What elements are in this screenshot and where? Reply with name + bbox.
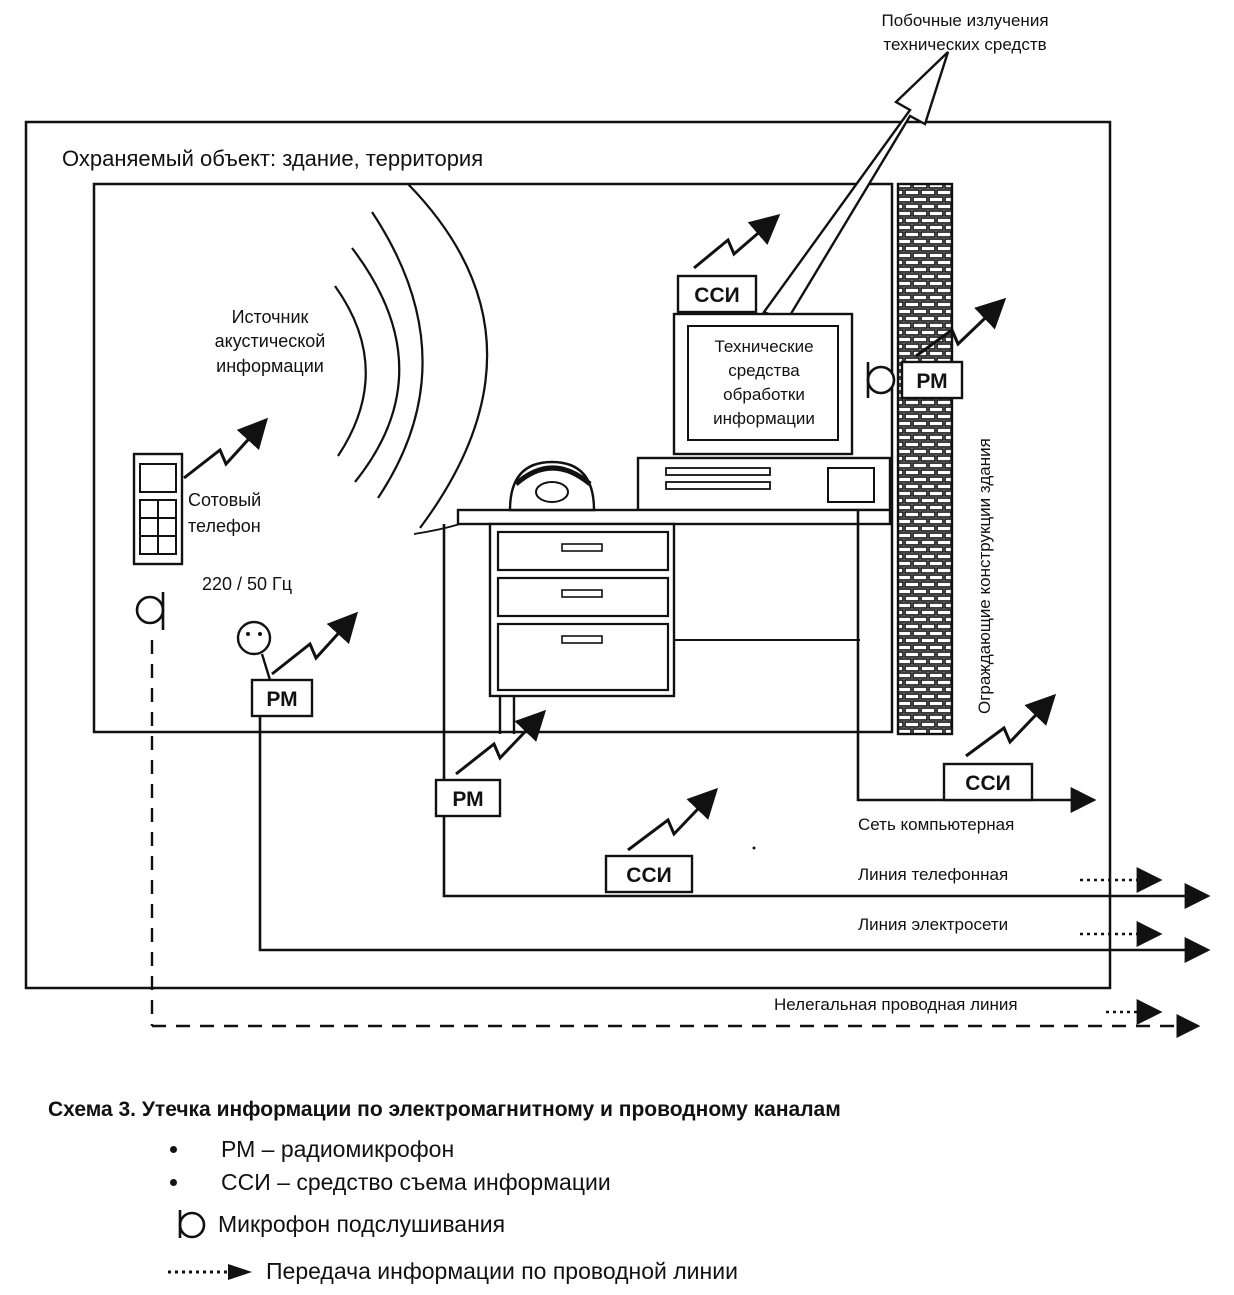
radio-signal-cellphone (183, 417, 269, 480)
bullet-icon (170, 1146, 177, 1153)
ssi-text-monitor: ССИ (694, 284, 739, 307)
dotted-arrow-icon (168, 1263, 252, 1280)
radio-signal-rm-person (271, 611, 359, 676)
acoustic-waves (334, 183, 489, 529)
tech-label-2: средства (728, 361, 800, 380)
desk-phone-dial (535, 481, 569, 503)
outer-object-frame (24, 120, 1112, 990)
rm-text-person: РМ (266, 688, 297, 711)
drive-bay-1 (665, 467, 771, 476)
cellphone-screen (139, 463, 177, 493)
desk-top (456, 508, 892, 526)
microphone-icon (178, 1210, 206, 1239)
tech-label-4: информации (713, 409, 815, 428)
unit-panel (827, 467, 875, 503)
radio-signal-rm-desk (455, 709, 547, 776)
legend-mic: Микрофон подслушивания (170, 1208, 505, 1240)
object-label: Охраняемый объект: здание, территория (62, 146, 483, 171)
legend-wire: Передача информации по проводной линии (166, 1258, 738, 1285)
bullet-icon (170, 1179, 177, 1186)
ssi-box-net (942, 762, 1034, 802)
drawer-handle-2 (561, 589, 603, 598)
radio-signal-ssi-tel (627, 787, 719, 852)
legend-rm-text: РМ – радиомикрофон (221, 1136, 455, 1162)
acoustic-label-1: Источник (232, 307, 309, 327)
stray-dot (752, 846, 756, 850)
ssi-text-tel: ССИ (626, 864, 671, 887)
phone-label-2: телефон (188, 516, 261, 536)
power-line-label: Линия электросети (858, 915, 1008, 934)
desk-wire (413, 523, 461, 535)
rm-text-desk: РМ (452, 788, 483, 811)
legend-wire-text: Передача информации по проводной линии (266, 1258, 738, 1284)
rm-box-wall (900, 360, 964, 400)
emission-label-1: Побочные излучения (881, 11, 1048, 30)
power-line (258, 716, 1211, 963)
radio-signal-rm-wall (915, 297, 1007, 358)
drawer-handle-1 (561, 543, 603, 552)
emission-label-2: технических средств (883, 35, 1046, 54)
acoustic-label-3: информации (216, 356, 324, 376)
net-label: Сеть компьютерная (858, 815, 1014, 834)
wall-label: Ограждающие конструкции здания (975, 438, 994, 714)
person-eye-right (258, 632, 262, 636)
acoustic-label-2: акустической (215, 331, 326, 351)
person-head-icon (236, 620, 272, 656)
radio-signal-ssi-net (965, 693, 1057, 758)
rm-box-desk (434, 778, 502, 818)
radio-signal-ssi-monitor (693, 214, 781, 270)
desk-phone-handset (514, 465, 592, 486)
rm-box-person (250, 678, 314, 718)
tech-label-3: обработки (723, 385, 805, 404)
inner-room (92, 182, 894, 734)
legend-mic-text: Микрофон подслушивания (218, 1210, 506, 1237)
person-eye-left (246, 632, 250, 636)
drawer-handle-3 (561, 635, 603, 644)
ssi-box-monitor (676, 274, 758, 314)
legend-rm: РМ – радиомикрофон (170, 1136, 454, 1163)
ssi-text-net: ССИ (965, 772, 1010, 795)
legend-ssi-text: ССИ – средство съема информации (221, 1169, 611, 1195)
power-label: 220 / 50 Гц (202, 574, 292, 594)
illegal-line-label: Нелегальная проводная линия (774, 995, 1018, 1014)
brick-wall (896, 182, 954, 736)
wall-mic-icon (866, 365, 896, 395)
tel-line-label: Линия телефонная (858, 865, 1008, 884)
monitor-screen (687, 325, 839, 441)
tech-label-1: Технические (714, 337, 813, 356)
emission-arrow (762, 51, 950, 324)
caption-title: Схема 3. Утечка информации по электромаг… (48, 1098, 841, 1121)
rm-text-wall: РМ (916, 370, 947, 393)
eavesdrop-mic-icon (135, 595, 165, 625)
drive-bay-2 (665, 481, 771, 490)
telephone-line (442, 816, 1211, 909)
legend-ssi: ССИ – средство съема информации (170, 1169, 611, 1196)
drawer-3 (496, 622, 670, 692)
person-neck (260, 653, 272, 681)
ssi-box-tel (604, 854, 694, 894)
phone-label-1: Сотовый (188, 490, 261, 510)
